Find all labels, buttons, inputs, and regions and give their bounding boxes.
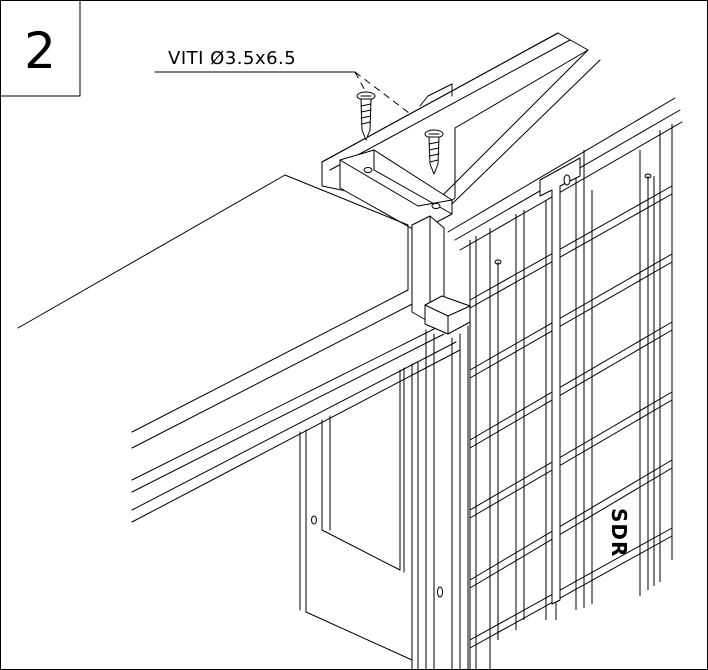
screw-callout: VITI Ø3.5x6.5: [154, 48, 435, 133]
corner-bracket: [339, 149, 453, 233]
top-rail: [321, 32, 683, 251]
screw-spec-label: VITI Ø3.5x6.5: [168, 48, 296, 69]
wire-mesh-panel: [469, 124, 673, 670]
side-cover-panel: [17, 174, 461, 523]
upright-hole: [563, 174, 571, 186]
frame-hole: [311, 515, 317, 525]
panel-stamp: SDR: [607, 508, 631, 557]
screw-icon: [356, 91, 376, 141]
mesh-upright: [539, 157, 581, 605]
inner-frame: [299, 361, 419, 670]
corner-post: [411, 215, 471, 670]
screw-hole: [363, 167, 373, 173]
step-number: 2: [24, 22, 56, 80]
screw-icon: [424, 129, 444, 175]
step-number-box: 2: [0, 0, 81, 97]
post-hole: [437, 586, 443, 598]
screw-hole: [431, 203, 441, 209]
